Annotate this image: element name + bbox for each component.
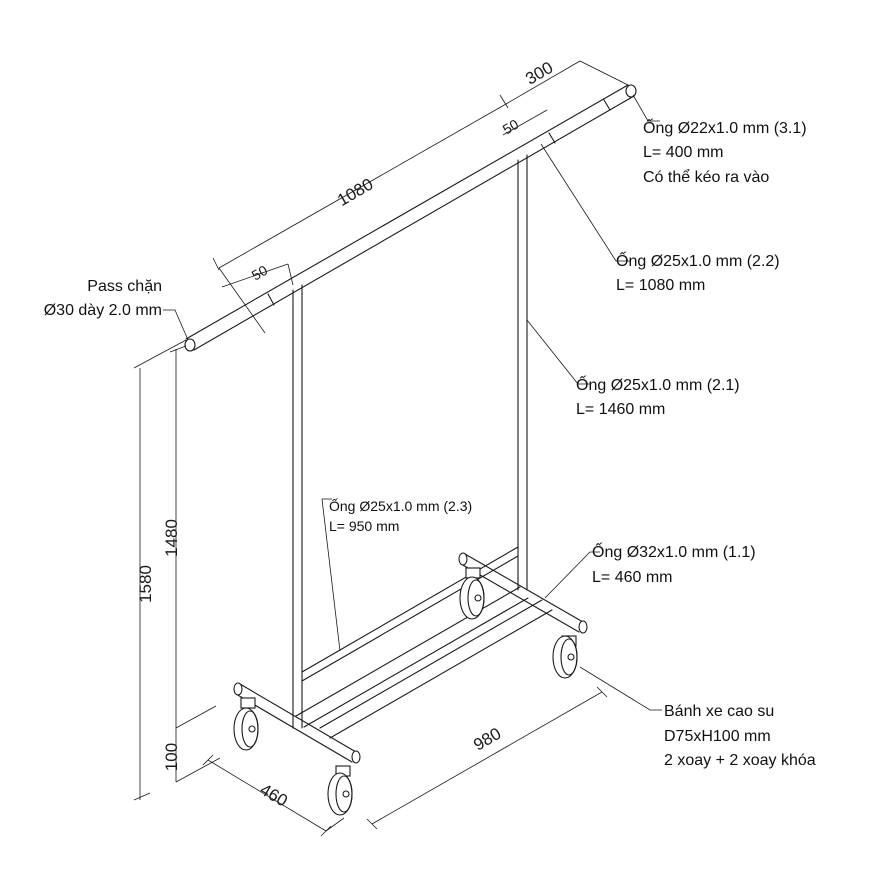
wheel-back-right xyxy=(552,635,578,679)
callout-pipe-2-2-line2: L= 1080 mm xyxy=(616,277,705,294)
dim-300: 300 xyxy=(505,58,629,105)
callout-pipe-2-3-line1: Ống Ø25x1.0 mm (2.3) xyxy=(329,497,472,514)
callout-pipe-2-3-line2: L= 950 mm xyxy=(329,518,399,534)
callout-stopper-line1: Pass chặn xyxy=(87,278,162,295)
dim-1080: 1080 xyxy=(212,94,509,334)
stopper-cap-left xyxy=(184,338,196,352)
dim-50-left-text: 50 xyxy=(249,262,271,284)
dim-460: 460 xyxy=(202,754,345,837)
callout-stopper-line2: Ø30 dày 2.0 mm xyxy=(44,302,162,319)
leader-lines xyxy=(163,94,662,711)
upright-left xyxy=(292,284,303,729)
base-back-bar xyxy=(458,552,588,634)
callout-wheels-line1: Bánh xe cao su xyxy=(664,703,774,720)
callout-pipe-1-1-line1: Ống Ø32x1.0 mm (1.1) xyxy=(592,541,756,561)
dim-300-text: 300 xyxy=(522,58,556,89)
callout-pipe-2-2-line1: Ống Ø25x1.0 mm (2.2) xyxy=(616,250,780,270)
callout-wheels: Bánh xe cao su D75xH100 mm 2 xoay + 2 xo… xyxy=(664,703,816,769)
callout-pipe-2-2: Ống Ø25x1.0 mm (2.2) L= 1080 mm xyxy=(616,250,780,294)
callout-pipe-1-1: Ống Ø32x1.0 mm (1.1) L= 460 mm xyxy=(592,541,756,586)
wheel-back-left xyxy=(459,567,485,620)
dim-50-right-text: 50 xyxy=(500,116,522,138)
callout-pipe-3-1-line3: Có thể kéo ra vào xyxy=(643,168,769,186)
upright-right xyxy=(517,154,528,591)
callout-pipe-2-3: Ống Ø25x1.0 mm (2.3) L= 950 mm xyxy=(329,497,472,534)
callout-pipe-3-1-line2: L= 400 mm xyxy=(643,144,723,161)
dim-100: 100 xyxy=(162,728,221,783)
dim-1580-text: 1580 xyxy=(136,565,155,603)
top-rail xyxy=(185,84,635,351)
callout-pipe-2-1-line2: L= 1460 mm xyxy=(576,401,665,418)
base-long-bars xyxy=(295,586,553,739)
dim-460-text: 460 xyxy=(257,780,291,811)
dim-1480: 1480 xyxy=(162,345,217,729)
dim-100-text: 100 xyxy=(162,743,181,771)
dim-1080-text: 1080 xyxy=(334,175,376,210)
stopper-cap-right xyxy=(625,84,637,98)
dim-50-left: 50 xyxy=(221,262,294,288)
dim-1580: 1580 xyxy=(133,339,187,801)
wheel-front-left xyxy=(233,697,259,751)
callout-wheels-line2: D75xH100 mm xyxy=(664,728,771,745)
callout-pipe-2-1: Ống Ø25x1.0 mm (2.1) L= 1460 mm xyxy=(576,374,740,418)
cross-bar-2-3 xyxy=(301,546,519,682)
dim-980-text: 980 xyxy=(470,724,504,755)
dim-50-right: 50 xyxy=(500,109,548,138)
dim-1480-text: 1480 xyxy=(162,519,181,557)
callout-pipe-3-1-line1: Ống Ø22x1.0 mm (3.1) xyxy=(643,117,807,137)
callout-pipe-2-1-line1: Ống Ø25x1.0 mm (2.1) xyxy=(576,374,740,394)
dim-980: 980 xyxy=(366,686,608,830)
callout-stopper: Pass chặn Ø30 dày 2.0 mm xyxy=(44,278,162,319)
wheel-front-right xyxy=(327,765,353,816)
callout-pipe-3-1: Ống Ø22x1.0 mm (3.1) L= 400 mm Có thể ké… xyxy=(643,117,807,186)
callout-wheels-line3: 2 xoay + 2 xoay khóa xyxy=(664,752,816,769)
callout-pipe-1-1-line2: L= 460 mm xyxy=(592,569,672,586)
